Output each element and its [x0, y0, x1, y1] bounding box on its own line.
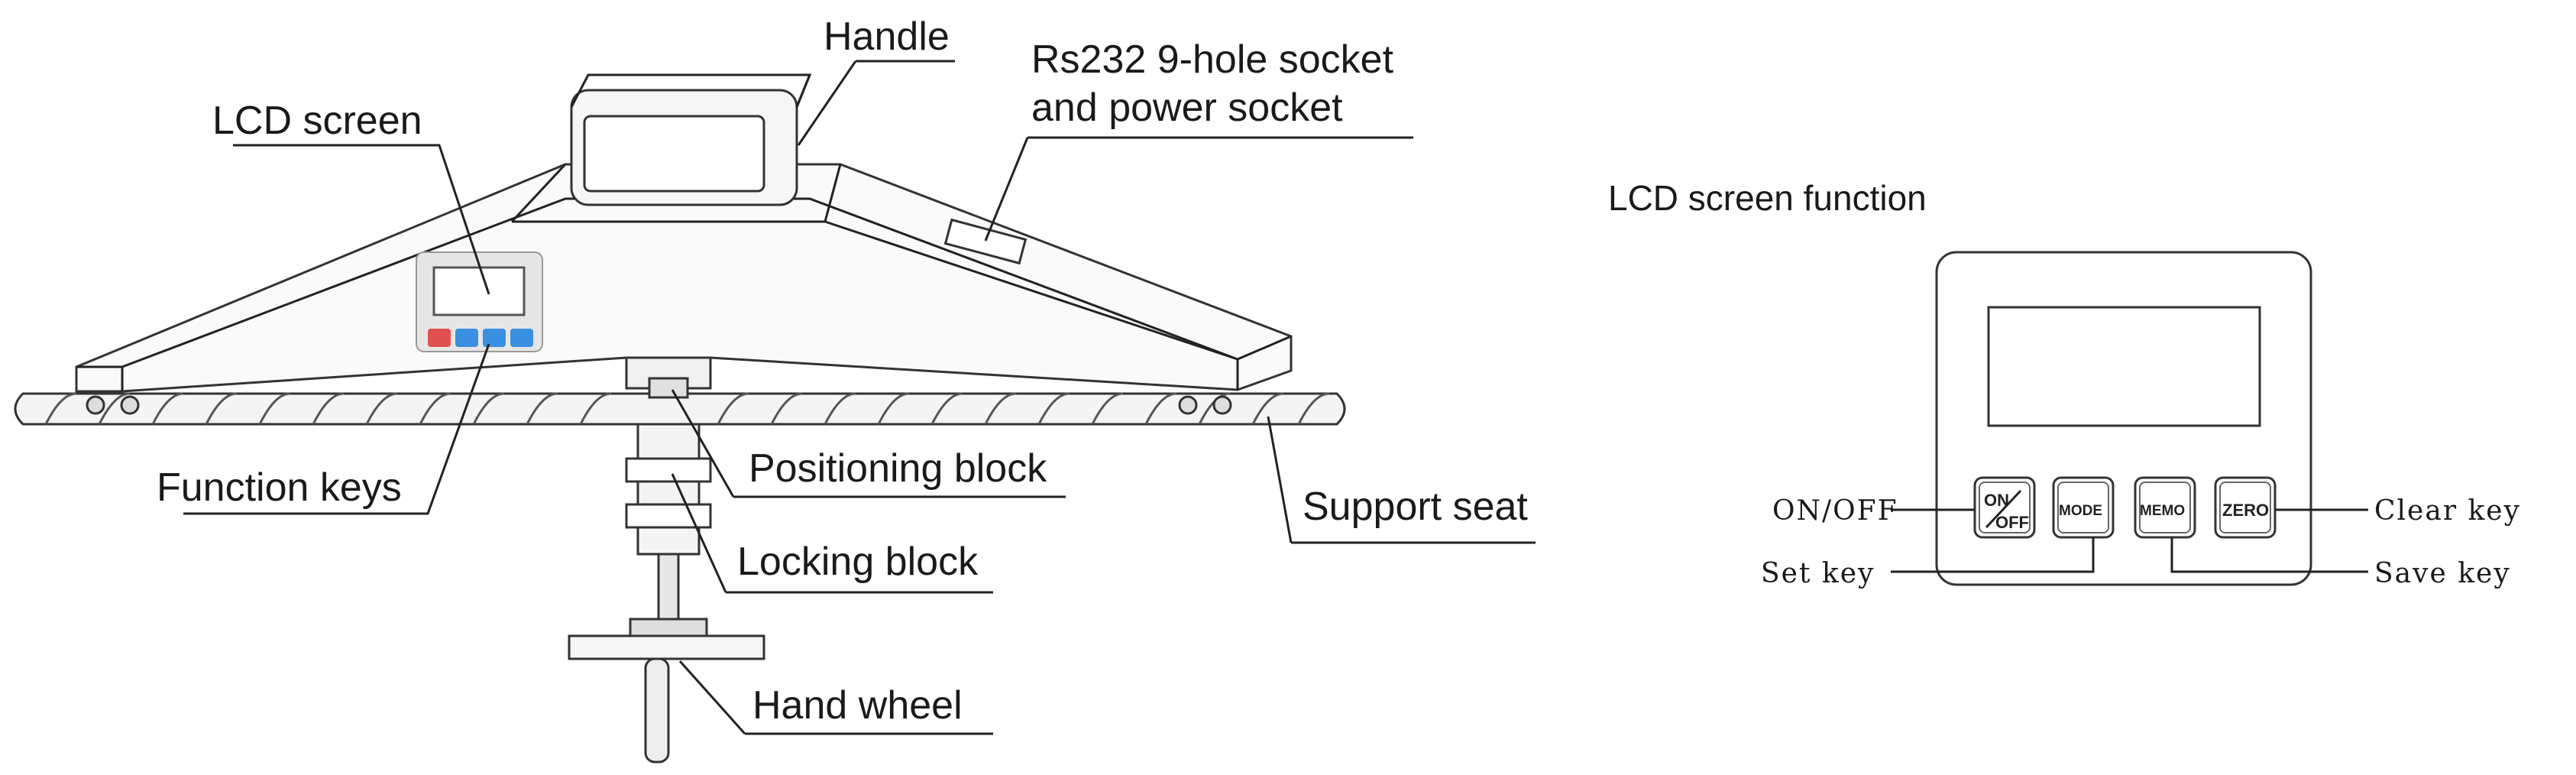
rs232-socket	[943, 218, 1027, 265]
lcd-display	[1987, 306, 2261, 427]
cable	[14, 392, 1346, 426]
zero-key[interactable]: ZERO	[2214, 476, 2277, 539]
on-off-key[interactable]: ON OFF	[1973, 476, 2036, 539]
leader-lines-left	[183, 60, 1536, 735]
label-socket-line1: Rs232 9-hole socket	[1031, 37, 1394, 82]
label-positioning-block: Positioning block	[749, 446, 1047, 491]
label-handle: Handle	[824, 15, 950, 59]
key-label-off: OFF	[1995, 513, 2029, 532]
label-clear-key: Clear key	[2374, 495, 2521, 527]
label-on-off: ON/OFF	[1772, 495, 1898, 527]
label-set-key: Set key	[1761, 558, 1875, 589]
label-save-key: Save key	[2374, 558, 2511, 589]
lcd-function-title: LCD screen function	[1608, 178, 1927, 218]
memo-key[interactable]: MEMO	[2134, 476, 2196, 539]
handle-part	[570, 73, 812, 206]
label-function-keys: Function keys	[157, 465, 402, 510]
label-lcd-screen: LCD screen	[212, 99, 422, 143]
label-hand-wheel: Hand wheel	[752, 683, 963, 728]
key-label-memo: MEMO	[2140, 503, 2185, 519]
mode-key[interactable]: MODE	[2052, 476, 2115, 539]
tension-meter-illustration: Handle Rs232 9-hole socket and power soc…	[14, 15, 1536, 764]
label-locking-block: Locking block	[737, 540, 979, 584]
key-label-zero: ZERO	[2222, 501, 2269, 520]
key-label-mode: MODE	[2059, 503, 2102, 519]
label-support-seat: Support seat	[1303, 485, 1528, 529]
leader-lines-right	[1891, 508, 2368, 573]
label-socket-line2: and power socket	[1031, 86, 1343, 130]
lcd-panel-small	[416, 251, 543, 352]
lcd-function-diagram: LCD screen function ON OFF MODE MEMO ZER…	[1608, 178, 2521, 589]
positioning-assembly	[568, 356, 765, 764]
